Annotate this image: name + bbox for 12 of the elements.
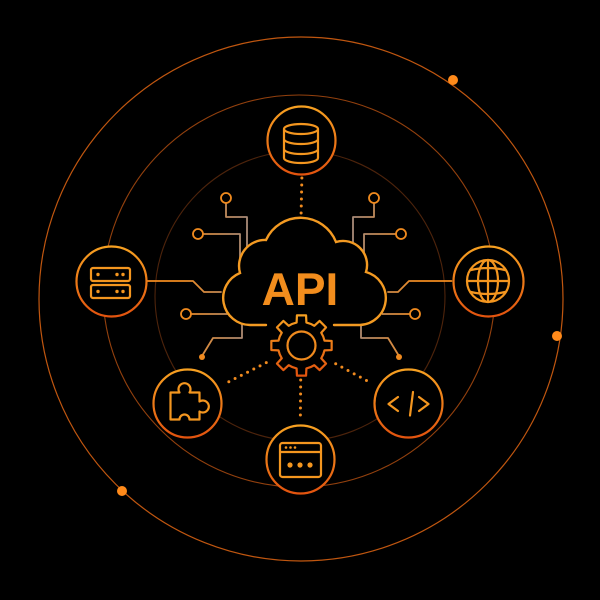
- gear-icon: [268, 312, 334, 378]
- icon-circle: [372, 368, 444, 438]
- connector-line: [387, 280, 452, 293]
- icon-circle: [74, 244, 148, 318]
- dotted-line: [300, 176, 304, 217]
- icon-circle: [152, 368, 222, 438]
- icon-circle: [266, 104, 336, 176]
- node-label: API: [260, 266, 340, 312]
- icon-circle: [452, 244, 524, 318]
- icon-circle: [264, 424, 336, 494]
- cloud-shape: [221, 218, 388, 327]
- connector-line: [146, 280, 222, 293]
